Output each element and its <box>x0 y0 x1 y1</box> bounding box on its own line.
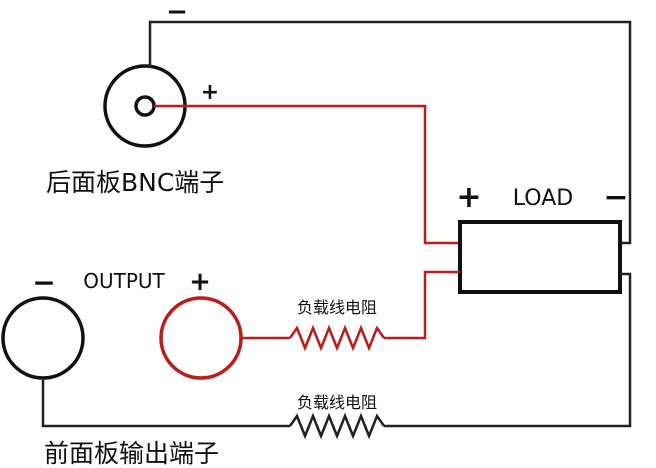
bnc-minus-mark: − <box>166 0 188 27</box>
output-label: OUTPUT <box>83 269 165 293</box>
resistor-bottom-label: 负载线电阻 <box>297 393 377 412</box>
wire-output-negative-a <box>41 378 290 428</box>
resistor-top <box>288 324 386 352</box>
output-positive-terminal <box>159 296 243 380</box>
bnc-plus-mark: + <box>201 80 219 105</box>
load-plus-mark: + <box>456 180 481 215</box>
load-minus-mark: − <box>603 180 628 215</box>
output-plus-mark: + <box>189 267 211 297</box>
output-minus-mark: − <box>32 266 55 299</box>
resistor-top-label: 负载线电阻 <box>297 298 377 317</box>
wire-output-positive-b <box>384 270 460 340</box>
bnc-center-pin <box>134 95 156 117</box>
wire-bnc-negative <box>148 20 632 245</box>
wire-bnc-positive <box>154 104 460 245</box>
rear-bnc-label: 后面板BNC端子 <box>46 168 224 197</box>
load-label: LOAD <box>513 186 573 211</box>
output-negative-terminal <box>1 296 85 380</box>
front-output-label: 前面板输出端子 <box>44 439 219 468</box>
load-box <box>458 220 622 294</box>
wire-output-negative-b <box>384 272 632 428</box>
resistor-bottom <box>288 412 386 440</box>
